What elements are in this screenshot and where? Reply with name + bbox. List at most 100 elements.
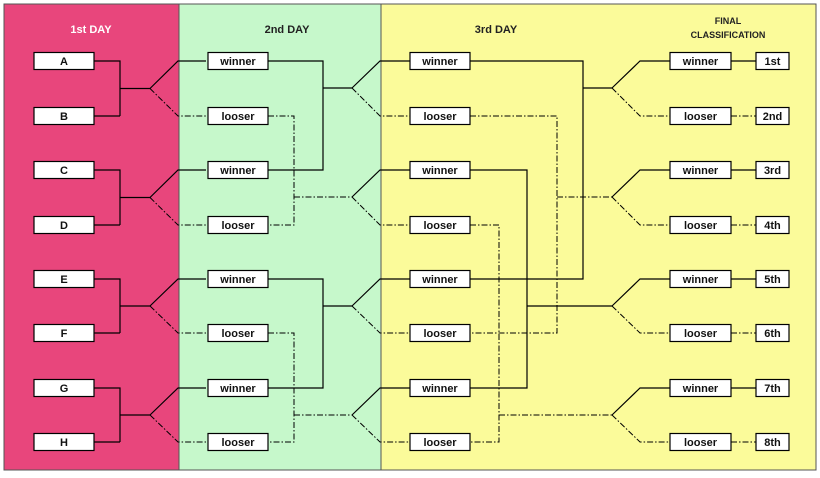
day2-result-box-label: winner bbox=[219, 56, 256, 68]
place-box: 6th bbox=[755, 323, 790, 343]
final-winner-branch bbox=[611, 278, 670, 307]
final-looser-branch bbox=[611, 414, 670, 443]
final-result-box-label: winner bbox=[682, 274, 719, 286]
day2-result-box-frame bbox=[207, 215, 269, 235]
day1-winner-branch bbox=[149, 278, 206, 307]
day2-result-box-label: looser bbox=[221, 111, 255, 123]
day2-result-box-frame bbox=[207, 378, 269, 398]
final-result-box-label: looser bbox=[684, 220, 718, 232]
final-result-box-frame bbox=[669, 323, 732, 343]
day3-result-box-label: looser bbox=[423, 111, 457, 123]
day2-result-box-label: winner bbox=[219, 383, 256, 395]
bracket-connectors bbox=[94, 60, 756, 443]
day1-pair-connector bbox=[94, 169, 150, 226]
day2-result-box-frame bbox=[207, 323, 269, 343]
day1-team-box: F bbox=[33, 323, 95, 343]
place-box-label: 3rd bbox=[764, 165, 781, 177]
final-result-box: looser bbox=[669, 323, 732, 343]
day1-team-box-label: G bbox=[60, 383, 69, 395]
final-result-box-label: winner bbox=[682, 56, 719, 68]
day1-looser-branch bbox=[149, 197, 206, 226]
final-result-box-frame bbox=[669, 106, 732, 126]
final-result-box-label: looser bbox=[684, 328, 718, 340]
day1-team-box-label: E bbox=[60, 274, 67, 286]
day3-result-box-frame bbox=[409, 160, 471, 180]
final-result-box-frame bbox=[669, 378, 732, 398]
place-box-label: 4th bbox=[764, 220, 781, 232]
final-result-box-frame bbox=[669, 160, 732, 180]
day1-team-box-label: D bbox=[60, 220, 68, 232]
day1-team-box: C bbox=[33, 160, 95, 180]
day2-result-box: winner bbox=[207, 51, 269, 71]
day1-team-box-frame bbox=[33, 323, 95, 343]
place-box-frame bbox=[755, 106, 790, 126]
final-winner-branch bbox=[611, 169, 670, 198]
day1-team-box-frame bbox=[33, 51, 95, 71]
day2-result-box-frame bbox=[207, 51, 269, 71]
final-result-box-label: looser bbox=[684, 437, 718, 449]
day1-team-box: E bbox=[33, 269, 95, 289]
final-result-box: looser bbox=[669, 215, 732, 235]
day2-loosers-top-merge bbox=[268, 115, 295, 226]
column-headers: 1st DAY 2nd DAY 3rd DAY FINAL CLASSIFICA… bbox=[70, 16, 765, 40]
final-result-box: looser bbox=[669, 106, 732, 126]
day3-final-merge-2 bbox=[470, 115, 558, 334]
day2-result-box-label: looser bbox=[221, 437, 255, 449]
final-result-box: winner bbox=[669, 160, 732, 180]
day2-result-box: winner bbox=[207, 160, 269, 180]
place-box-frame bbox=[755, 323, 790, 343]
day3-result-box-frame bbox=[409, 269, 471, 289]
day2-result-box-label: winner bbox=[219, 274, 256, 286]
day1-team-box-label: F bbox=[61, 328, 68, 340]
place-box-frame bbox=[755, 215, 790, 235]
day3-result-box-frame bbox=[409, 432, 471, 452]
final-result-box-frame bbox=[669, 432, 732, 452]
day1-team-box: A bbox=[33, 51, 95, 71]
final-result-box: winner bbox=[669, 378, 732, 398]
day3-result-box-frame bbox=[409, 215, 471, 235]
place-box: 3rd bbox=[755, 160, 790, 180]
header-final-line1: FINAL bbox=[715, 16, 742, 26]
place-box: 5th bbox=[755, 269, 790, 289]
day2-loosers-bottom-merge bbox=[268, 332, 295, 443]
day3-winner-branch bbox=[351, 387, 410, 416]
day2-result-box-label: winner bbox=[219, 165, 256, 177]
day1-team-box: B bbox=[33, 106, 95, 126]
day1-team-box-frame bbox=[33, 106, 95, 126]
day3-result-box: looser bbox=[409, 432, 471, 452]
day3-result-box: looser bbox=[409, 215, 471, 235]
place-box-label: 7th bbox=[764, 383, 781, 395]
day3-result-box-label: looser bbox=[423, 328, 457, 340]
day3-result-box-label: winner bbox=[421, 274, 458, 286]
final-result-box-frame bbox=[669, 51, 732, 71]
place-box-frame bbox=[755, 160, 790, 180]
day3-winner-branch bbox=[351, 278, 410, 307]
day3-result-box-label: winner bbox=[421, 165, 458, 177]
day3-result-box: winner bbox=[409, 378, 471, 398]
day1-team-box-frame bbox=[33, 432, 95, 452]
final-result-box-label: looser bbox=[684, 111, 718, 123]
place-box-label: 6th bbox=[764, 328, 781, 340]
day1-team-box: D bbox=[33, 215, 95, 235]
day1-looser-branch bbox=[149, 414, 206, 443]
day2-result-box-label: looser bbox=[221, 220, 255, 232]
day3-final-merge-4 bbox=[470, 224, 500, 443]
day3-looser-branch bbox=[351, 305, 410, 334]
place-box-label: 8th bbox=[764, 437, 781, 449]
day3-result-box: winner bbox=[409, 269, 471, 289]
day3-result-box-label: looser bbox=[423, 220, 457, 232]
place-box-frame bbox=[755, 378, 790, 398]
day2-result-box-frame bbox=[207, 106, 269, 126]
day1-team-box-frame bbox=[33, 378, 95, 398]
day2-result-box: looser bbox=[207, 432, 269, 452]
day1-team-box-label: A bbox=[60, 56, 68, 68]
day3-result-box-label: winner bbox=[421, 383, 458, 395]
day3-result-box: looser bbox=[409, 323, 471, 343]
place-box-frame bbox=[755, 432, 790, 452]
column-backgrounds bbox=[3, 3, 817, 471]
day1-pair-connector bbox=[94, 387, 150, 443]
final-winner-branch bbox=[611, 60, 670, 89]
day1-team-box-label: B bbox=[60, 111, 68, 123]
place-box: 4th bbox=[755, 215, 790, 235]
